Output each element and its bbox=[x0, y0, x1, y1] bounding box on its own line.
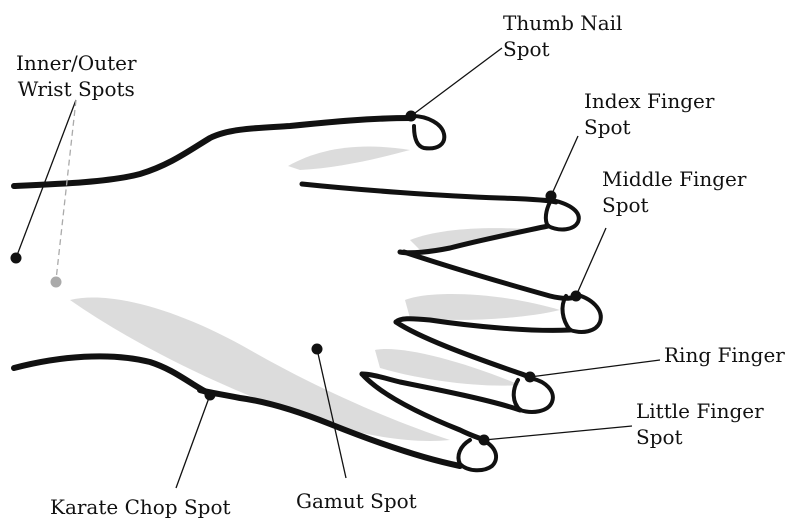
gamut-label: Gamut Spot bbox=[296, 488, 417, 514]
inner-wrist-point bbox=[51, 277, 62, 288]
wrist-spots-label-line-1: Inner/Outer bbox=[16, 50, 137, 76]
thumb-nail-label-line-1: Thumb Nail bbox=[503, 10, 622, 36]
index-finger-label: Index Finger Spot bbox=[584, 88, 714, 140]
gamut-label-line-1: Gamut Spot bbox=[296, 488, 417, 514]
middle-finger-label-line-2: Spot bbox=[602, 192, 746, 218]
ring-finger-point bbox=[525, 372, 536, 383]
karate-chop-label-line-1: Karate Chop Spot bbox=[50, 494, 231, 520]
index-finger-point bbox=[546, 191, 557, 202]
thumb-nail-point bbox=[406, 111, 417, 122]
ring-finger-label-line-1: Ring Finger bbox=[664, 342, 785, 368]
karate-chop-label: Karate Chop Spot bbox=[50, 494, 231, 520]
little-finger-label-line-1: Little Finger bbox=[636, 398, 764, 424]
ring-finger-leader-line bbox=[530, 360, 660, 377]
wrist-spots-label: Inner/Outer Wrist Spots bbox=[16, 50, 137, 102]
middle-finger-label: Middle Finger Spot bbox=[602, 166, 746, 218]
hand-shading bbox=[70, 147, 560, 441]
little-finger-label: Little Finger Spot bbox=[636, 398, 764, 450]
gamut-point bbox=[312, 344, 323, 355]
little-finger-leader-line bbox=[484, 426, 632, 440]
outer-wrist-leader-line bbox=[16, 100, 76, 258]
karate-chop-point bbox=[205, 390, 216, 401]
ring-finger-label: Ring Finger bbox=[664, 342, 785, 368]
little-finger-label-line-2: Spot bbox=[636, 424, 764, 450]
middle-finger-leader-line bbox=[576, 228, 606, 296]
outer-wrist-point bbox=[11, 253, 22, 264]
index-finger-label-line-2: Spot bbox=[584, 114, 714, 140]
wrist-spots-label-line-2: Wrist Spots bbox=[16, 76, 137, 102]
karate-chop-leader-line bbox=[176, 395, 210, 488]
index-finger-leader-line bbox=[551, 136, 578, 196]
thumb-nail-label: Thumb Nail Spot bbox=[503, 10, 622, 62]
little-finger-point bbox=[479, 435, 490, 446]
thumb-nail-leader-line bbox=[411, 48, 502, 116]
middle-finger-label-line-1: Middle Finger bbox=[602, 166, 746, 192]
thumb-nail-label-line-2: Spot bbox=[503, 36, 622, 62]
middle-finger-point bbox=[571, 291, 582, 302]
index-finger-label-line-1: Index Finger bbox=[584, 88, 714, 114]
